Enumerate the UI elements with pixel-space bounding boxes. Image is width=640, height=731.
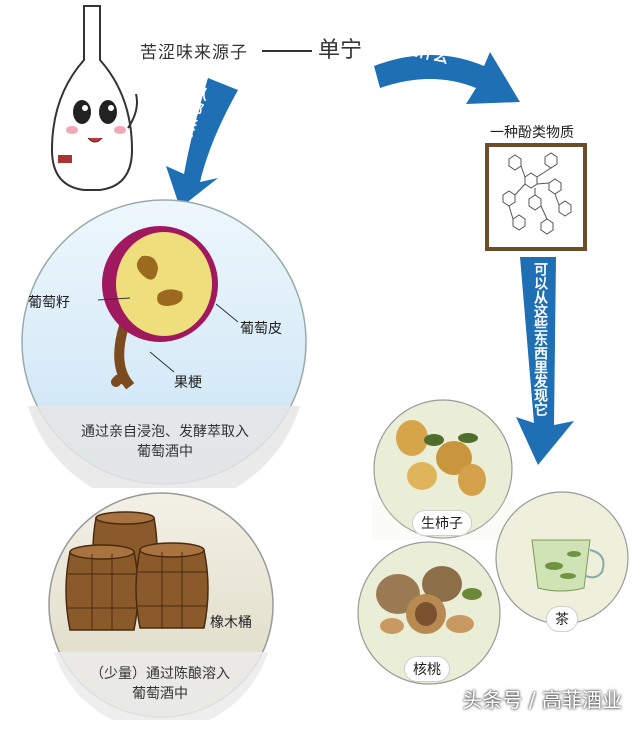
walnut-circle xyxy=(357,541,501,685)
title-dash xyxy=(262,50,312,52)
grape-seed-label: 葡萄籽 xyxy=(28,295,70,311)
barrel-caption-line2: 葡萄酒中 xyxy=(132,686,188,702)
found-in-arrow xyxy=(516,257,574,465)
grape-caption-line2: 葡萄酒中 xyxy=(137,444,193,460)
grape-caption-line1: 通过亲自浸泡、发酵萃取入 xyxy=(81,424,249,440)
walnut-label: 核桃 xyxy=(404,656,450,682)
found-in-label: 可以从这些东西里发现它 xyxy=(532,262,548,416)
title-left: 苦涩味来源子 xyxy=(140,43,248,63)
watermark-text: 头条号 / 高菲酒业 xyxy=(462,688,622,712)
barrel-caption-line1: （少量）通过陈酿溶入 xyxy=(90,666,230,682)
barrel-caption: （少量）通过陈酿溶入 葡萄酒中 xyxy=(70,664,250,704)
what-is-arrow xyxy=(374,52,520,104)
grape-circle xyxy=(21,199,307,488)
tea-label: 茶 xyxy=(546,606,578,632)
grape-pointer-lines xyxy=(97,297,239,373)
bottle-mascot-icon xyxy=(50,5,138,191)
phenolic-label: 一种酚类物质 xyxy=(490,125,574,141)
persimmon-label: 生柿子 xyxy=(412,510,472,536)
persimmon-circle xyxy=(372,399,514,540)
from-where-arrow xyxy=(166,78,238,208)
grape-caption: 通过亲自浸泡、发酵萃取入 葡萄酒中 xyxy=(48,422,282,462)
barrel-circle xyxy=(48,492,274,720)
title-tannin: 单宁 xyxy=(318,38,363,63)
grape-skin-label: 葡萄皮 xyxy=(240,321,282,337)
grape-stem-label: 果梗 xyxy=(174,375,202,391)
tannin-molecule-icon xyxy=(502,152,572,235)
tea-circle xyxy=(495,491,629,625)
molecule-frame xyxy=(485,143,587,251)
barrel-label: 橡木桶 xyxy=(210,615,252,631)
